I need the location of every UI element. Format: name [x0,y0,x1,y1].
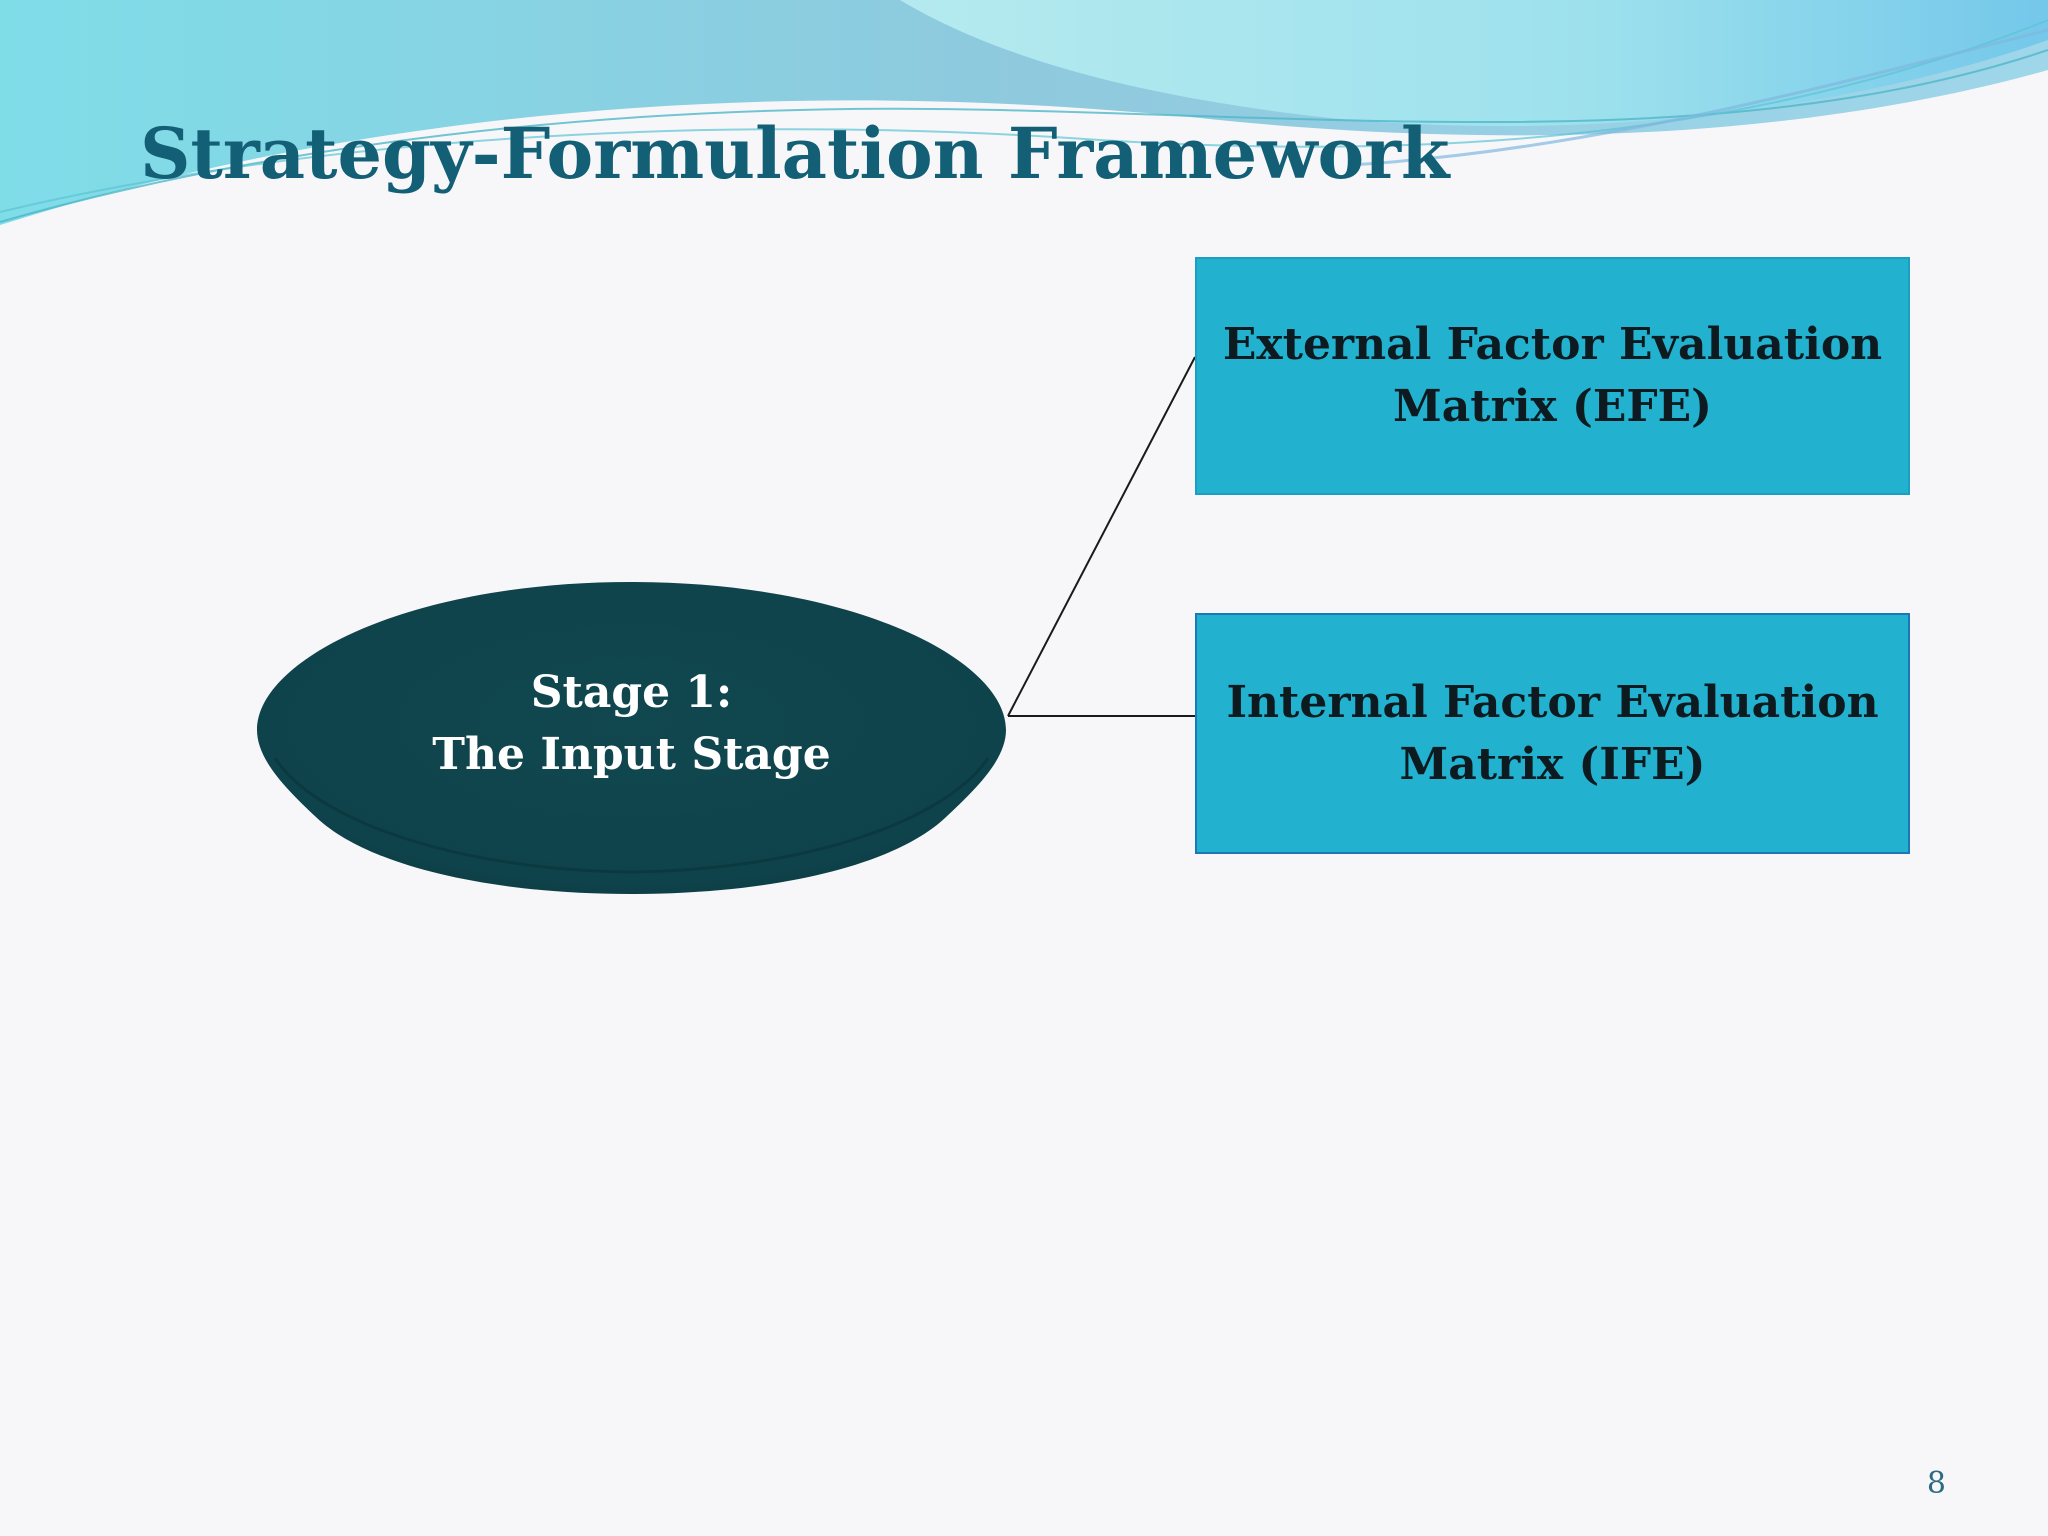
slide-title: Strategy-Formulation Framework [140,112,1450,195]
header-wave-decoration [0,0,2048,225]
connector-to-efe [1007,356,1196,717]
stage-line1: Stage 1: [530,667,733,718]
ife-matrix-box: Internal Factor Evaluation Matrix (IFE) [1195,613,1910,854]
stage-ellipse [257,582,1006,894]
page-number: 8 [1926,1466,1946,1501]
efe-matrix-box: External Factor Evaluation Matrix (EFE) [1195,257,1910,495]
efe-matrix-label: External Factor Evaluation Matrix (EFE) [1222,319,1883,432]
stage-label: Stage 1: The Input Stage [255,662,1008,786]
stage-line2: The Input Stage [432,729,831,780]
ife-matrix-label: Internal Factor Evaluation Matrix (IFE) [1226,676,1879,790]
